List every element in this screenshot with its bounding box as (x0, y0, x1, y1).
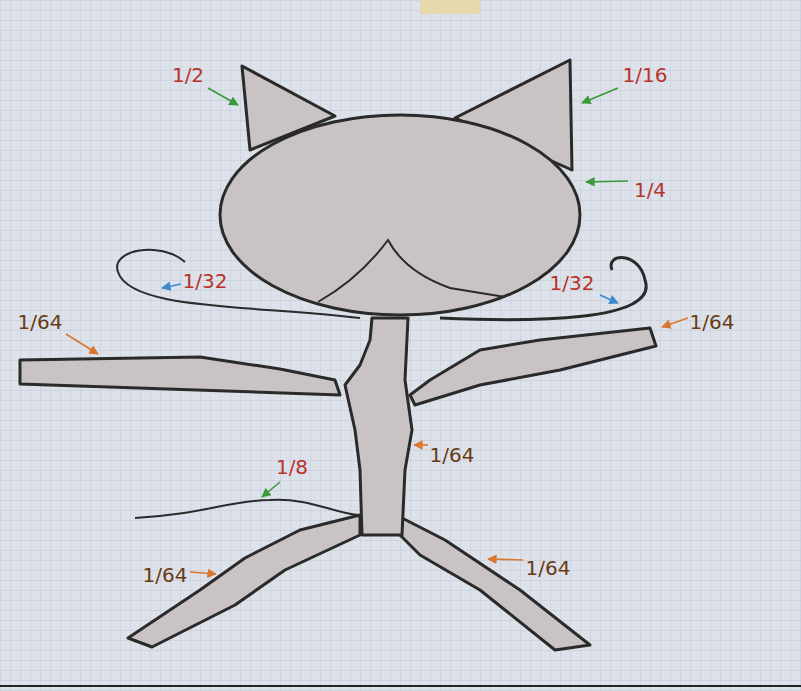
leader-arrow (190, 572, 216, 574)
leader-arrow (262, 482, 280, 497)
fraction-label: 1/64 (428, 444, 477, 466)
leader-arrow (162, 284, 181, 288)
left-root (128, 515, 360, 647)
fraction-label: 1/4 (632, 179, 668, 201)
leader-arrow (66, 334, 98, 354)
ground-line (135, 500, 358, 518)
leader-arrow (488, 559, 523, 560)
leader-arrow (600, 295, 618, 303)
fraction-label: 1/32 (548, 272, 597, 294)
leader-arrow (586, 181, 628, 182)
fraction-label: 1/64 (688, 311, 737, 333)
trunk (345, 318, 412, 535)
fraction-label: 1/32 (181, 270, 230, 292)
leader-arrow (582, 88, 618, 103)
leader-arrow (208, 88, 238, 105)
cat-head (220, 115, 580, 315)
fraction-label: 1/16 (621, 64, 670, 86)
paper-edge (0, 685, 801, 687)
leader-arrow (662, 318, 688, 327)
tape (420, 0, 480, 14)
fraction-label: 1/8 (274, 456, 310, 478)
leader-arrow (414, 444, 428, 446)
right-whisker-curl (440, 258, 646, 320)
left-branch (20, 357, 340, 395)
fraction-label: 1/2 (170, 64, 206, 86)
right-branch (410, 328, 656, 405)
muzzle-line (318, 240, 505, 302)
fraction-label: 1/64 (16, 311, 65, 333)
fraction-label: 1/64 (141, 564, 190, 586)
left-whisker-curl (117, 250, 360, 318)
right-root (400, 518, 590, 650)
fraction-label: 1/64 (524, 557, 573, 579)
